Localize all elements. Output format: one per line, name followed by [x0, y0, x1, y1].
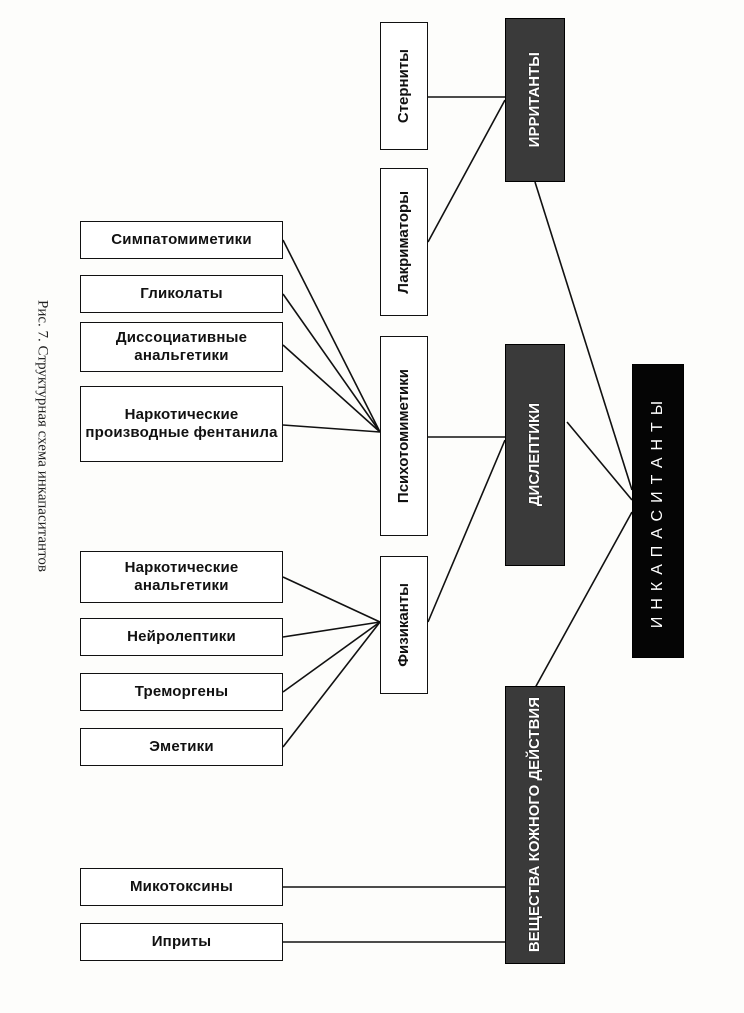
- leaf-node-narkoticheskie: Наркотические анальгетики: [80, 551, 283, 603]
- subgroup-node-lakrimatory: Лакриматоры: [380, 168, 428, 316]
- line-root-skin: [534, 511, 633, 689]
- subgroup-node-label: Психотомиметики: [395, 368, 413, 504]
- leaf-node-mikotoksiny: Микотоксины: [80, 868, 283, 906]
- leaf-node-tremorgeny: Треморгены: [80, 673, 283, 711]
- leaf-node-label: Микотоксины: [129, 878, 234, 896]
- subgroup-node-label: Стерниты: [395, 48, 413, 124]
- leaf-node-label: Наркотические анальгетики: [124, 559, 239, 594]
- line-psikho-glikolaty: [282, 293, 381, 433]
- leaf-node-label: Эметики: [149, 738, 214, 756]
- group-node-label: ВЕЩЕСТВА КОЖНОГО ДЕЙСТВИЯ: [526, 697, 544, 953]
- group-node-label: ИРРИТАНТЫ: [526, 52, 544, 148]
- line-irritants-lakrimatory: [427, 99, 506, 243]
- line-psikho-fentanil: [282, 424, 381, 433]
- line-fizikanty-emetiki: [282, 621, 381, 748]
- leaf-node-label: Нейролептики: [127, 628, 236, 646]
- figure-caption: Рис. 7. Структурная схема инкапаситантов: [22, 300, 62, 700]
- line-psikho-simpatomimetiki: [282, 239, 381, 433]
- line-psikho-dissociativnye: [282, 344, 381, 433]
- leaf-node-label: Гликолаты: [140, 285, 223, 303]
- subgroup-node-sternity: Стерниты: [380, 22, 428, 150]
- line-fizikanty-narkoticheskie: [282, 576, 381, 623]
- line-root-irritants: [534, 181, 633, 491]
- leaf-node-dissociativnye: Диссоциативные анальгетики: [80, 322, 283, 372]
- line-root-dysleptics: [566, 421, 633, 501]
- leaf-node-label: Диссоциативные анальгетики: [115, 329, 248, 364]
- leaf-node-label: Симпатомиметики: [111, 231, 252, 249]
- group-node-skin: ВЕЩЕСТВА КОЖНОГО ДЕЙСТВИЯ: [505, 686, 565, 964]
- leaf-node-label: Треморгены: [134, 683, 229, 701]
- group-node-dysleptics: ДИСЛЕПТИКИ: [505, 344, 565, 566]
- figure-caption-text: Рис. 7. Структурная схема инкапаситантов: [34, 300, 51, 573]
- line-fizikanty-neyroleptiki: [282, 621, 381, 638]
- group-node-irritants: ИРРИТАНТЫ: [505, 18, 565, 182]
- leaf-node-neyroleptiki: Нейролептики: [80, 618, 283, 656]
- line-fizikanty-tremorgeny: [282, 621, 381, 693]
- leaf-node-emetiki: Эметики: [80, 728, 283, 766]
- subgroup-node-label: Лакриматоры: [395, 190, 413, 294]
- line-dysleptics-fizikanty: [427, 439, 506, 623]
- root-node-inkapasitanty: ИНКАПАСИТАНТЫ: [632, 364, 684, 658]
- leaf-node-fentanil: Наркотические производные фентанила: [80, 386, 283, 462]
- subgroup-node-fizikanty: Физиканты: [380, 556, 428, 694]
- subgroup-node-psikhotomimetiki: Психотомиметики: [380, 336, 428, 536]
- root-node-label: ИНКАПАСИТАНТЫ: [648, 393, 666, 629]
- leaf-node-simpatomimetiki: Симпатомиметики: [80, 221, 283, 259]
- leaf-node-label: Иприты: [151, 933, 212, 951]
- subgroup-node-label: Физиканты: [395, 583, 413, 667]
- leaf-node-label: Наркотические производные фентанила: [85, 406, 278, 441]
- group-node-label: ДИСЛЕПТИКИ: [526, 403, 544, 507]
- leaf-node-iprity: Иприты: [80, 923, 283, 961]
- leaf-node-glikolaty: Гликолаты: [80, 275, 283, 313]
